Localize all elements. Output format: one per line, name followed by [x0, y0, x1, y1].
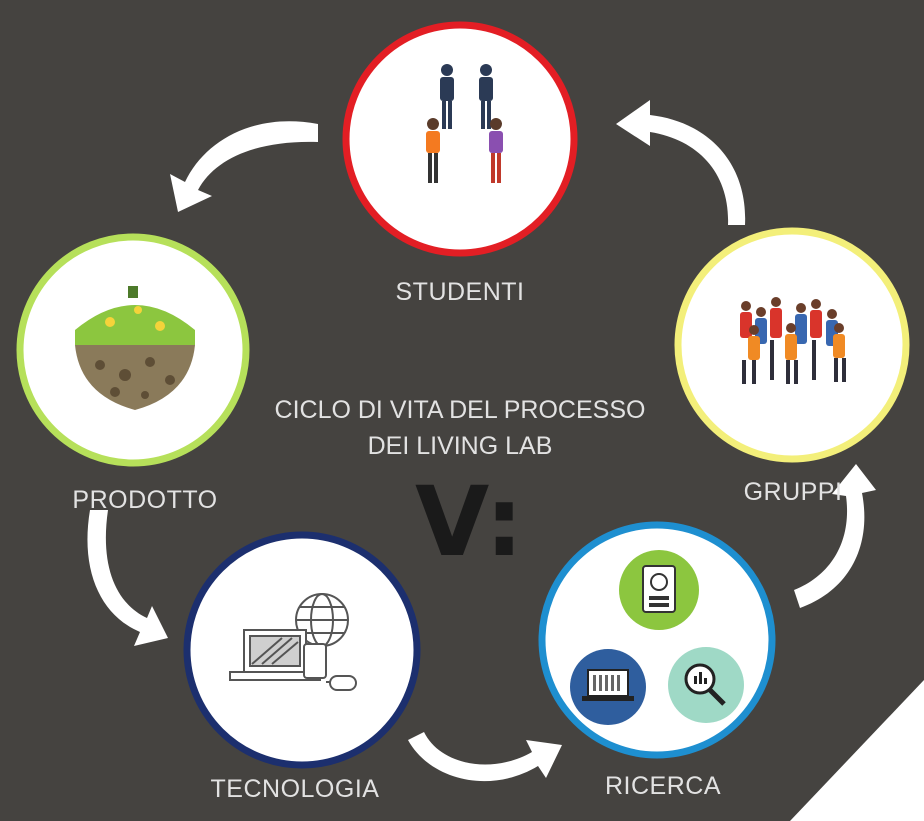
label-studenti: STUDENTI [395, 278, 525, 306]
label-ricerca: RICERCA [604, 772, 721, 800]
diagram-title-line-1: CICLO DI VITA DEL PROCESSO [274, 396, 646, 424]
diagram-title: CICLO DI VITA DEL PROCESSO DEI LIVING LA… [230, 392, 690, 464]
ring-studenti [342, 21, 578, 257]
label-tecnologia: TECNOLOGIA [210, 775, 380, 803]
node-gruppi [674, 227, 910, 463]
node-studenti [342, 21, 578, 257]
arrow-studenti-to-prodotto [170, 121, 318, 212]
label-gruppi: GRUPPI [743, 478, 843, 506]
node-ricerca [538, 521, 776, 759]
arrow-tecnologia-to-ricerca [408, 732, 562, 782]
arrow-ricerca-to-gruppi [794, 464, 876, 608]
label-prodotto: PRODOTTO [72, 486, 218, 514]
document-chart-icon [619, 550, 699, 630]
crowd-icon [740, 297, 846, 384]
cycle-arrows [87, 100, 876, 782]
earth-globe-icon [75, 286, 195, 410]
magnifier-chart-icon [668, 647, 744, 723]
logo-mark: V: [415, 466, 524, 578]
people-icon [426, 64, 503, 183]
node-tecnologia [183, 531, 421, 769]
diagram-title-line-2: DEI LIVING LAB [367, 432, 553, 460]
arrow-prodotto-to-tecnologia [87, 510, 168, 646]
corner-fold [790, 680, 924, 821]
laptop-icon [570, 649, 646, 725]
devices-icon [229, 593, 357, 691]
arrow-gruppi-to-studenti [616, 100, 746, 225]
node-prodotto [16, 233, 250, 467]
